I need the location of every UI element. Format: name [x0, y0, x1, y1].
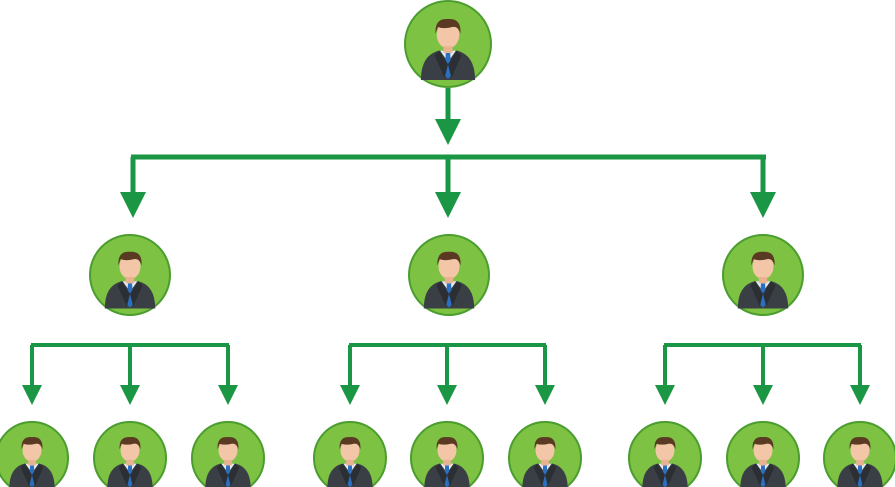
- staff-node-3: [191, 421, 265, 487]
- arrow-down-icon: [535, 385, 555, 405]
- arrow-down-icon: [120, 385, 140, 405]
- staff-node-5: [410, 421, 484, 487]
- arrow-down-icon: [435, 119, 461, 145]
- staff-node-4: [313, 421, 387, 487]
- staff-node-9: [823, 421, 895, 487]
- root-node: [404, 0, 492, 88]
- arrow-down-icon: [753, 385, 773, 405]
- manager-node-3: [722, 234, 804, 316]
- staff-node-1: [0, 421, 69, 487]
- arrow-down-icon: [22, 385, 42, 405]
- arrow-down-icon: [655, 385, 675, 405]
- arrow-down-icon: [850, 385, 870, 405]
- arrow-down-icon: [437, 385, 457, 405]
- manager-node-1: [89, 234, 171, 316]
- arrow-down-icon: [750, 192, 776, 218]
- arrow-down-icon: [218, 385, 238, 405]
- arrow-down-icon: [340, 385, 360, 405]
- arrow-down-icon: [435, 192, 461, 218]
- staff-node-7: [628, 421, 702, 487]
- staff-node-2: [93, 421, 167, 487]
- manager-node-2: [408, 234, 490, 316]
- arrow-down-icon: [120, 192, 146, 218]
- connectors: [22, 88, 870, 405]
- staff-node-6: [508, 421, 582, 487]
- staff-node-8: [726, 421, 800, 487]
